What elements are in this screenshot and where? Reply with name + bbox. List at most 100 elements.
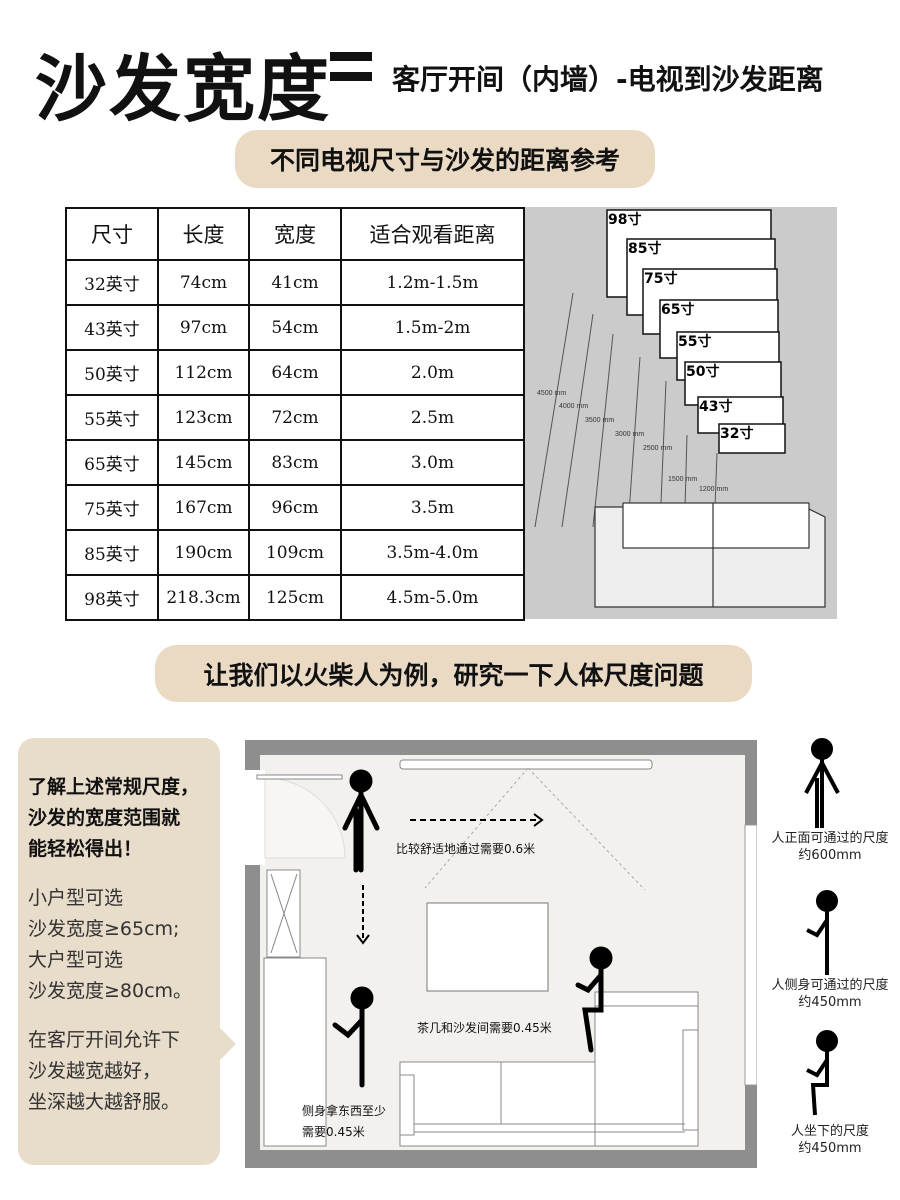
panel-text-line: 能轻松得出！ [28,838,143,860]
tv-size-label: 65寸 [661,301,694,318]
table-cell: 32英寸 [65,259,159,306]
panel-text-line: 沙发宽度≥65cm; [28,918,180,940]
table-cell: 112cm [157,349,250,396]
table-cell: 41cm [248,259,342,306]
tv-size-label: 43寸 [699,398,732,415]
header-length: 长度 [157,207,250,261]
stickman-sitting-icon [806,1030,838,1116]
table-cell: 83cm [248,439,342,486]
table-cell: 43英寸 [65,304,159,351]
title-main: 沙发宽度 [35,47,332,131]
distance-label: 3500 mm [585,417,614,424]
distance-label: 1500 mm [668,476,697,483]
panel-text-line: 了解上述常规尺度， [28,776,200,798]
door-opening [245,770,265,865]
table-cell: 3.0m [340,439,525,486]
table-cell: 64cm [248,349,342,396]
table-cell: 2.0m [340,349,525,396]
tv-size-label: 75寸 [644,270,677,287]
header-width: 宽度 [248,207,342,261]
tv-screen-7 [718,423,786,454]
table-cell: 3.5m-4.0m [340,529,525,576]
figure-side-caption: 人侧身可通过的尺度约450mm [760,977,900,1011]
table-cell: 4.5m-5.0m [340,574,525,621]
panel-text-line: 坐深越大越舒服。 [28,1091,181,1113]
tv-size-label: 85寸 [628,240,661,257]
table-cell: 75英寸 [65,484,159,531]
table-cell: 109cm [248,529,342,576]
table-cell: 50英寸 [65,349,159,396]
table-cell: 72cm [248,394,342,441]
label-pass-width: 比较舒适地通过需要0.6米 [396,841,535,856]
panel-text-line: 沙发越宽越好， [28,1060,162,1082]
table-cell: 74cm [157,259,250,306]
table-cell: 55英寸 [65,394,159,441]
label-side-line1: 侧身拿东西至少 [302,1103,386,1118]
figure-sitting-caption: 人坐下的尺度约450mm [760,1123,900,1157]
table-cell: 1.5m-2m [340,304,525,351]
panel-text-line: 大户型可选 [28,949,124,971]
table-cell: 218.3cm [157,574,250,621]
label-table-gap: 茶几和沙发间需要0.45米 [417,1020,552,1035]
table-cell: 145cm [157,439,250,486]
window [744,824,757,1086]
figure-front-caption: 人正面可通过的尺度约600mm [760,830,900,864]
panel-text-line: 小户型可选 [28,887,124,909]
stickman-front-icon [804,738,840,828]
distance-label: 3000 mm [615,431,644,438]
header-size: 尺寸 [65,207,159,261]
distance-label: 2500 mm [643,445,672,452]
table-cell: 167cm [157,484,250,531]
table-cell: 2.5m [340,394,525,441]
caption-line: 约600mm [798,848,862,863]
section-heading-stickman: 让我们以火柴人为例，研究一下人体尺度问题 [155,645,752,702]
caption-line: 人坐下的尺度 [790,1124,869,1139]
table-cell: 97cm [157,304,250,351]
table-cell: 54cm [248,304,342,351]
table-cell: 98英寸 [65,574,159,621]
tv [399,759,653,770]
summary-panel: 了解上述常规尺度， 沙发的宽度范围就能轻松得出！ 小户型可选沙发宽度≥65cm; 大… [18,738,236,1165]
title-sub: 客厅开间（内墙）-电视到沙发距离 [392,63,824,96]
tv-size-label: 32寸 [720,425,753,442]
header-distance: 适合观看距离 [340,207,525,261]
table-cell: 3.5m [340,484,525,531]
table-cell: 65英寸 [65,439,159,486]
section-heading-tv-distance: 不同电视尺寸与沙发的距离参考 [235,130,655,188]
table-cell: 123cm [157,394,250,441]
sofa [399,991,699,1147]
caption-line: 人正面可通过的尺度 [771,831,889,846]
distance-label: 4000 mm [559,403,588,410]
distance-label: 4500 mm [537,390,566,397]
tv-size-label: 98寸 [608,211,641,228]
stickman-side-icon [806,890,838,975]
coffee-table [426,902,549,992]
panel-text-line: 在客厅开间允许下 [28,1029,181,1051]
table-cell: 190cm [157,529,250,576]
table-header-row: 尺寸 长度 宽度 适合观看距离 [65,207,525,261]
table-cell: 1.2m-1.5m [340,259,525,306]
label-side-line2: 需要0.45米 [302,1125,365,1139]
caption-line: 约450mm [798,995,862,1010]
caption-line: 人侧身可通过的尺度 [771,978,889,993]
table-cell: 125cm [248,574,342,621]
caption-line: 约450mm [798,1141,862,1156]
tv-size-label: 50寸 [686,363,719,380]
living-room-floor-plan: 比较舒适地通过需要0.6米 茶几和沙发间需要0.45米 侧身拿东西至少 需要0.… [245,740,757,1168]
panel-text-line: 沙发的宽度范围就 [28,807,181,829]
table-cell: 96cm [248,484,342,531]
distance-label: 1200 mm [699,486,728,493]
equals-sign [330,52,372,82]
panel-text-line: 沙发宽度≥80cm。 [28,980,193,1002]
table-cell: 85英寸 [65,529,159,576]
